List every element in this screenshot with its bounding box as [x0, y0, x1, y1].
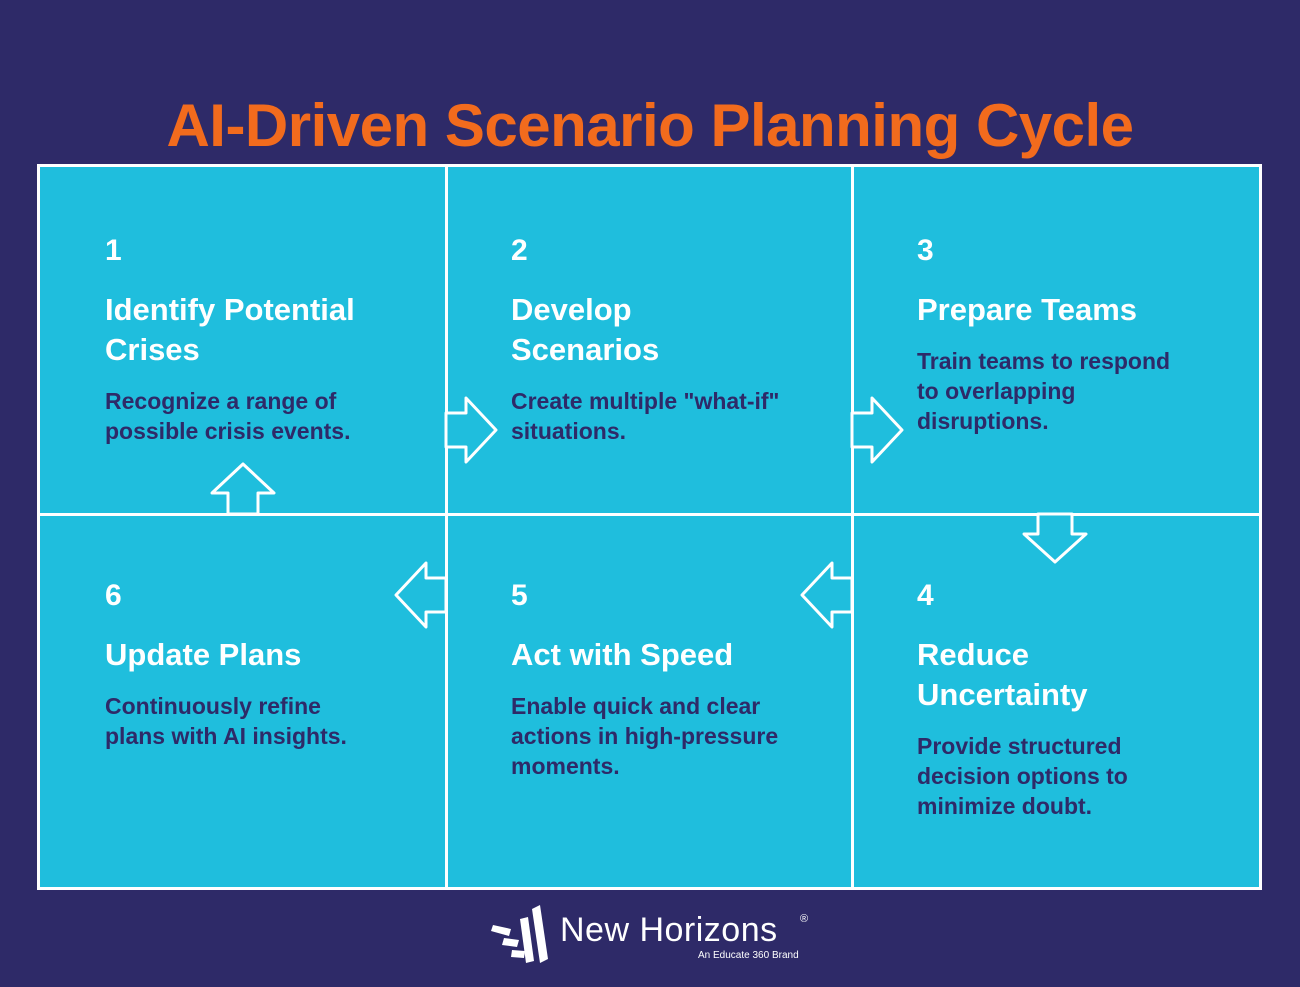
- step-title: Act with Speed: [511, 637, 734, 672]
- step-card-4: 4 Reduce Uncertainty Provide structured …: [917, 581, 1167, 821]
- step-number: 3: [917, 234, 934, 267]
- arrow-up-icon: [210, 462, 276, 516]
- arrow-right-icon: [444, 396, 498, 464]
- step-title: Reduce Uncertainty: [917, 637, 1088, 712]
- step-description: Continuously refine plans with AI insigh…: [105, 693, 347, 749]
- step-card-1: 1 Identify Potential Crises Recognize a …: [105, 236, 395, 446]
- arrow-left-icon: [800, 561, 854, 629]
- step-number: 4: [917, 579, 934, 612]
- step-title: Prepare Teams: [917, 292, 1137, 327]
- step-card-5: 5 Act with Speed Enable quick and clear …: [511, 581, 811, 781]
- step-card-6: 6 Update Plans Continuously refine plans…: [105, 581, 375, 751]
- arrow-right-icon: [850, 396, 904, 464]
- brand-tagline: An Educate 360 Brand: [698, 950, 799, 961]
- arrow-left-icon: [394, 561, 448, 629]
- step-number: 2: [511, 234, 528, 267]
- vertical-divider-left: [445, 167, 448, 887]
- step-card-3: 3 Prepare Teams Train teams to respond t…: [917, 236, 1192, 436]
- step-description: Enable quick and clear actions in high-p…: [511, 693, 779, 779]
- step-number: 1: [105, 234, 122, 267]
- new-horizons-logo-icon: [491, 905, 548, 963]
- step-title: Develop Scenarios: [511, 292, 660, 367]
- step-card-2: 2 Develop Scenarios Create multiple "wha…: [511, 236, 781, 446]
- brand-name: New Horizons: [560, 911, 778, 949]
- step-description: Train teams to respond to overlapping di…: [917, 348, 1171, 434]
- registered-mark: ®: [800, 913, 809, 925]
- step-number: 6: [105, 579, 122, 612]
- step-number: 5: [511, 579, 528, 612]
- step-description: Create multiple "what-if" situations.: [511, 388, 780, 444]
- step-description: Recognize a range of possible crisis eve…: [105, 388, 351, 444]
- horizontal-divider: [40, 513, 1259, 516]
- step-title: Identify Potential Crises: [105, 292, 355, 367]
- arrow-down-icon: [1022, 512, 1088, 564]
- page-title: AI-Driven Scenario Planning Cycle: [166, 92, 1134, 160]
- step-description: Provide structured decision options to m…: [917, 733, 1128, 819]
- footer-brand: New Horizons ® An Educate 360 Brand: [490, 905, 820, 965]
- vertical-divider-right: [851, 167, 854, 887]
- step-title: Update Plans: [105, 637, 302, 672]
